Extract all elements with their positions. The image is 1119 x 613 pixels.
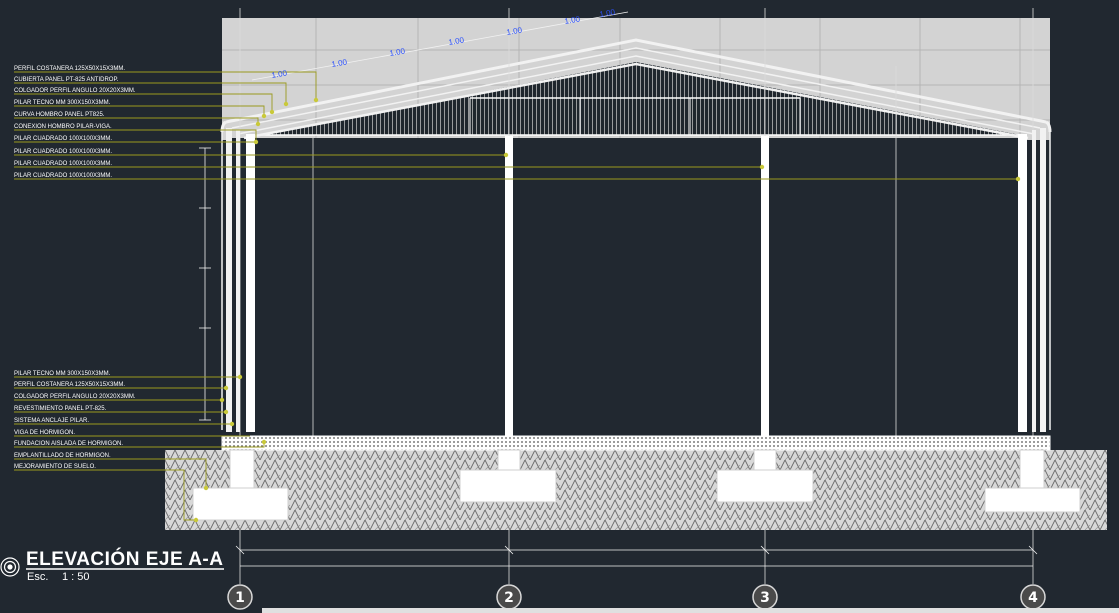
axis-marker-2: 2 bbox=[496, 584, 522, 610]
callout-sistema-anclaje: SISTEMA ANCLAJE PILAR. bbox=[14, 418, 89, 424]
callout-emplantillado: EMPLANTILLADO DE HORMIGON. bbox=[14, 453, 111, 459]
footings bbox=[192, 449, 1081, 521]
axis-marker-3: 3 bbox=[752, 584, 778, 610]
callout-colgador-perfil: COLGADOR PERFIL ANGULO 20X20X3MM. bbox=[14, 88, 136, 94]
roof-spacing-label: 1.00 bbox=[448, 35, 465, 47]
callout-pilar-cuadrado-3: PILAR CUADRADO 100X100X3MM. bbox=[14, 161, 112, 167]
callout-perfil-costanera-base: PERFIL COSTANERA 125X50X15X3MM. bbox=[14, 382, 125, 388]
callout-cubierta-panel: CUBIERTA PANEL PT-825 ANTIDROP. bbox=[14, 77, 119, 83]
callout-pilar-tecno: PILAR TECNO MM 300X150X3MM. bbox=[14, 100, 111, 106]
pillar-interior-2 bbox=[505, 136, 513, 436]
horizontal-dimension bbox=[235, 545, 1038, 567]
leader-dots bbox=[193, 97, 1021, 523]
title-block: ELEVACIÓN EJE A-A Esc. 1 : 50 bbox=[0, 548, 224, 583]
roof-spacing-label: 1.00 bbox=[599, 7, 616, 19]
callout-pilar-tecno-base: PILAR TECNO MM 300X150X3MM. bbox=[14, 371, 111, 377]
callout-mejoramiento: MEJORAMIENTO DE SUELO. bbox=[14, 464, 96, 470]
callout-viga-hormigon: VIGA DE HORMIGON. bbox=[14, 430, 75, 436]
callout-conexion-hombro: CONEXION HOMBRO PILAR-VIGA. bbox=[14, 124, 112, 130]
sheet-edge bbox=[262, 608, 1119, 613]
vertical-dimension bbox=[199, 147, 211, 421]
top-callouts: PERFIL COSTANERA 125X50X15X3MM. CUBIERTA… bbox=[14, 66, 136, 179]
callout-pilar-cuadrado-1: PILAR CUADRADO 100X100X3MM. bbox=[14, 136, 112, 142]
ground-fill bbox=[165, 450, 1107, 530]
title-symbol-icon bbox=[0, 557, 20, 577]
leader-lines bbox=[14, 71, 1018, 521]
callout-pilar-cuadrado-2: PILAR CUADRADO 100X100X3MM. bbox=[14, 149, 112, 155]
axis-marker-4: 4 bbox=[1020, 584, 1046, 610]
axis-label-2: 2 bbox=[504, 590, 514, 606]
axis-markers: 1 2 3 4 bbox=[227, 584, 1046, 610]
callout-curva-hombro: CURVA HOMBRO PANEL PT825. bbox=[14, 112, 105, 118]
roof-dimension-line bbox=[251, 11, 629, 81]
drawing-title: ELEVACIÓN EJE A-A bbox=[26, 548, 223, 570]
roof-spacing-label: 1.00 bbox=[331, 57, 348, 69]
concrete-beam bbox=[221, 435, 1051, 451]
axis-marker-1: 1 bbox=[227, 584, 253, 610]
roof-spacing-label: 1.00 bbox=[506, 25, 523, 37]
scale-label: Esc. bbox=[27, 571, 48, 583]
roof bbox=[220, 38, 1052, 140]
pillar-right bbox=[1018, 128, 1051, 432]
axis-label-3: 3 bbox=[760, 590, 770, 606]
callout-perfil-costanera: PERFIL COSTANERA 125X50X15X3MM. bbox=[14, 66, 125, 72]
roof-louvers bbox=[262, 62, 1020, 136]
bottom-callouts: PILAR TECNO MM 300X150X3MM. PERFIL COSTA… bbox=[14, 371, 136, 470]
roof-spacing-label: 1.00 bbox=[389, 46, 406, 58]
callout-colgador-base: COLGADOR PERFIL ANGULO 20X20X3MM. bbox=[14, 394, 136, 400]
roof-spacing-labels: 1.00 1.00 1.00 1.00 1.00 1.00 1.00 bbox=[271, 7, 616, 80]
pillar-left bbox=[221, 128, 255, 432]
scale-value: 1 : 50 bbox=[62, 571, 90, 583]
callout-fundacion: FUNDACION AISLADA DE HORMIGON. bbox=[14, 441, 123, 447]
interior-space bbox=[232, 138, 1022, 436]
roof-spacing-label: 1.00 bbox=[564, 14, 581, 26]
roof-spacing-label: 1.00 bbox=[271, 68, 288, 80]
callout-revestimiento: REVESTIMIENTO PANEL PT-825. bbox=[14, 406, 107, 412]
guide-rods bbox=[312, 66, 897, 436]
axis-label-4: 4 bbox=[1028, 590, 1038, 606]
callout-pilar-cuadrado-4: PILAR CUADRADO 100X100X3MM. bbox=[14, 173, 112, 179]
pillar-interior-3 bbox=[761, 136, 769, 436]
axis-label-1: 1 bbox=[235, 590, 245, 606]
